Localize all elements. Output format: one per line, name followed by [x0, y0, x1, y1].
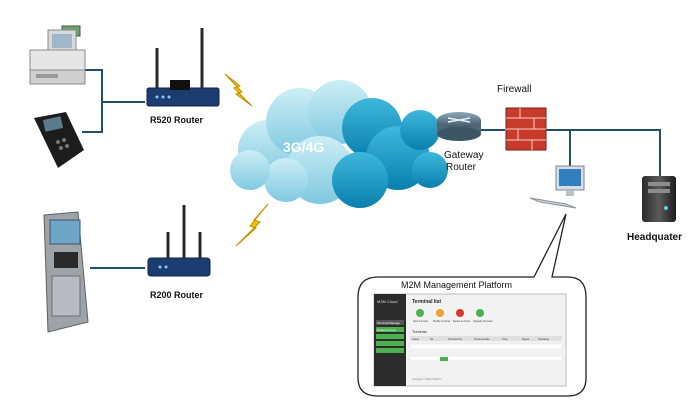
- menu-item: [376, 327, 404, 332]
- atm-icon: [43, 211, 89, 333]
- router-r520-icon: [146, 28, 220, 107]
- gateway-router-icon: [437, 112, 481, 141]
- screenshot-tab: Terminals: [412, 330, 427, 334]
- lightning-icon: [235, 203, 269, 247]
- menu-item: [376, 348, 404, 353]
- platform-brand: M2M Cloud: [377, 299, 397, 304]
- table-header: Group: [412, 338, 420, 341]
- toolbar-label: Delete terminal: [453, 320, 470, 323]
- screenshot-title: Terminal list: [412, 299, 441, 305]
- firewall-label: Firewall: [497, 84, 531, 95]
- toolbar-delete-icon: [456, 309, 464, 317]
- menu-item: [376, 320, 404, 325]
- router-r200-icon: [147, 205, 211, 277]
- toolbar-label: Upgrade firmware: [473, 320, 493, 323]
- cloud-icon: [230, 80, 448, 208]
- table-header: Signal: [522, 338, 529, 341]
- r200-label: R200 Router: [150, 290, 204, 300]
- line-firewall-to-hq: [545, 129, 661, 180]
- cash-register-icon: [29, 25, 86, 85]
- table-header: Terminal state: [474, 338, 490, 341]
- card-terminal-icon: [34, 112, 84, 168]
- screenshot-footer: Copyright © M2M Platform: [412, 378, 442, 381]
- toolbar-label: Modify terminal: [433, 320, 450, 323]
- menu-item-label: Terminal Manage: [377, 321, 400, 325]
- table-header: Time: [502, 338, 508, 341]
- toolbar-label: New terminal: [413, 320, 428, 323]
- table-row: [409, 343, 563, 350]
- r520-label: R520 Router: [150, 115, 204, 125]
- toolbar-modify-icon: [436, 309, 444, 317]
- platform-screenshot: M2M Cloud Terminal Manage Default Group …: [373, 293, 567, 387]
- toolbar-new-icon: [416, 309, 424, 317]
- table-header: No.: [430, 338, 434, 341]
- pager-button: [440, 357, 448, 361]
- platform-label: M2M Management Platform: [401, 280, 512, 290]
- workstation-icon: [529, 165, 585, 209]
- menu-item: [376, 341, 404, 346]
- lightning-icon: [224, 73, 253, 107]
- gateway-label-1: Gateway: [444, 150, 483, 161]
- connection-lines: [82, 69, 661, 269]
- menu-item-label: Default Group: [377, 328, 396, 332]
- gateway-label-2: Router: [446, 162, 477, 173]
- toolbar-upgrade-icon: [476, 309, 484, 317]
- table-header: Terminal SN: [448, 338, 462, 341]
- menu-item: [376, 334, 404, 339]
- network-label: 3G/4G: [283, 139, 324, 155]
- headquarter-label: Headquater: [627, 232, 682, 243]
- table-header: Operating: [538, 338, 550, 341]
- table-row: [409, 355, 563, 362]
- firewall-icon: [505, 107, 547, 151]
- server-icon: [642, 176, 676, 222]
